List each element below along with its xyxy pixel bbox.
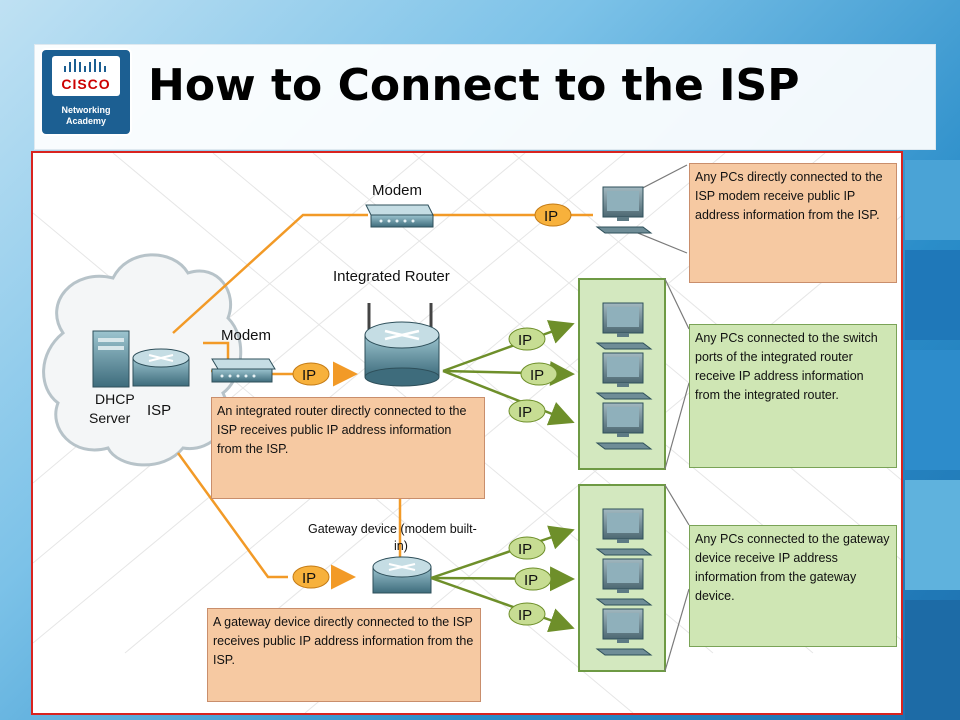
modem-mid-icon (211, 358, 276, 383)
diagram-panel: DHCP Server ISP Modem (31, 151, 903, 715)
pc-icon (595, 508, 653, 556)
svg-text:IP: IP (518, 607, 532, 624)
svg-text:IP: IP (530, 367, 544, 384)
note-bot-left: A gateway device directly connected to t… (207, 608, 481, 702)
integrated-router-label: Integrated Router (333, 268, 450, 285)
modem-mid-label: Modem (221, 327, 271, 344)
bg-tile (905, 160, 960, 240)
svg-text:IP: IP (302, 367, 316, 384)
bg-tile (905, 350, 960, 470)
svg-text:IP: IP (518, 404, 532, 421)
svg-text:IP: IP (518, 541, 532, 558)
modem-top-icon (365, 204, 434, 228)
ip-badge-bot: IP (292, 565, 330, 589)
network-diagram: DHCP Server ISP Modem (33, 153, 901, 713)
dhcp-label-1: DHCP (95, 391, 135, 407)
svg-text:IP: IP (302, 570, 316, 587)
bg-tile (905, 600, 960, 720)
ip-badge-mid: IP (292, 362, 330, 386)
dhcp-label-2: Server (89, 410, 131, 426)
note-bot-right: Any PCs connected to the gateway device … (689, 525, 897, 647)
svg-text:IP: IP (544, 208, 558, 225)
logo-line2: Academy (65, 116, 107, 126)
pc-icon (595, 352, 653, 400)
note-mid-right: Any PCs connected to the switch ports of… (689, 324, 897, 468)
pc-icon (595, 302, 653, 350)
ip-badge-green-4: IP (508, 536, 546, 560)
ip-badge-top: IP (534, 203, 572, 227)
logo-line1: Networking (61, 105, 111, 115)
pc-icons (595, 186, 653, 656)
gateway-label-line2: in) (394, 539, 408, 553)
title-bar (34, 44, 936, 150)
bg-tile (905, 250, 960, 340)
svg-text:IP: IP (524, 572, 538, 589)
logo-brand: CISCO (61, 76, 111, 92)
dhcp-server-icon (92, 330, 130, 388)
note-mid-left: An integrated router directly connected … (211, 397, 485, 499)
gateway-device-icon (372, 556, 432, 594)
gateway-label-line1: Gateway device (modem built- (308, 522, 477, 536)
note-top-right: Any PCs directly connected to the ISP mo… (689, 163, 897, 283)
bg-tile (905, 480, 960, 590)
ip-badge-green-5: IP (514, 567, 552, 591)
isp-label: ISP (147, 402, 171, 419)
cisco-logo: CISCO Networking Academy (40, 48, 132, 136)
svg-text:IP: IP (518, 332, 532, 349)
ip-badge-green-1: IP (508, 327, 546, 351)
pc-icon (595, 186, 653, 234)
ip-badge-green-6: IP (508, 602, 546, 626)
pc-icon (595, 402, 653, 450)
isp-links (172, 213, 593, 590)
page-title: How to Connect to the ISP (148, 60, 800, 111)
integrated-router-icon (364, 303, 440, 387)
ip-badge-green-2: IP (520, 362, 558, 386)
cisco-bars-icon (64, 59, 106, 72)
pc-icon (595, 558, 653, 606)
pc-icon (595, 608, 653, 656)
modem-top-label: Modem (372, 182, 422, 199)
gateway-device-label: Gateway device (modem built- in) (308, 522, 480, 553)
isp-router-icon (132, 348, 190, 387)
ip-badge-green-3: IP (508, 399, 546, 423)
